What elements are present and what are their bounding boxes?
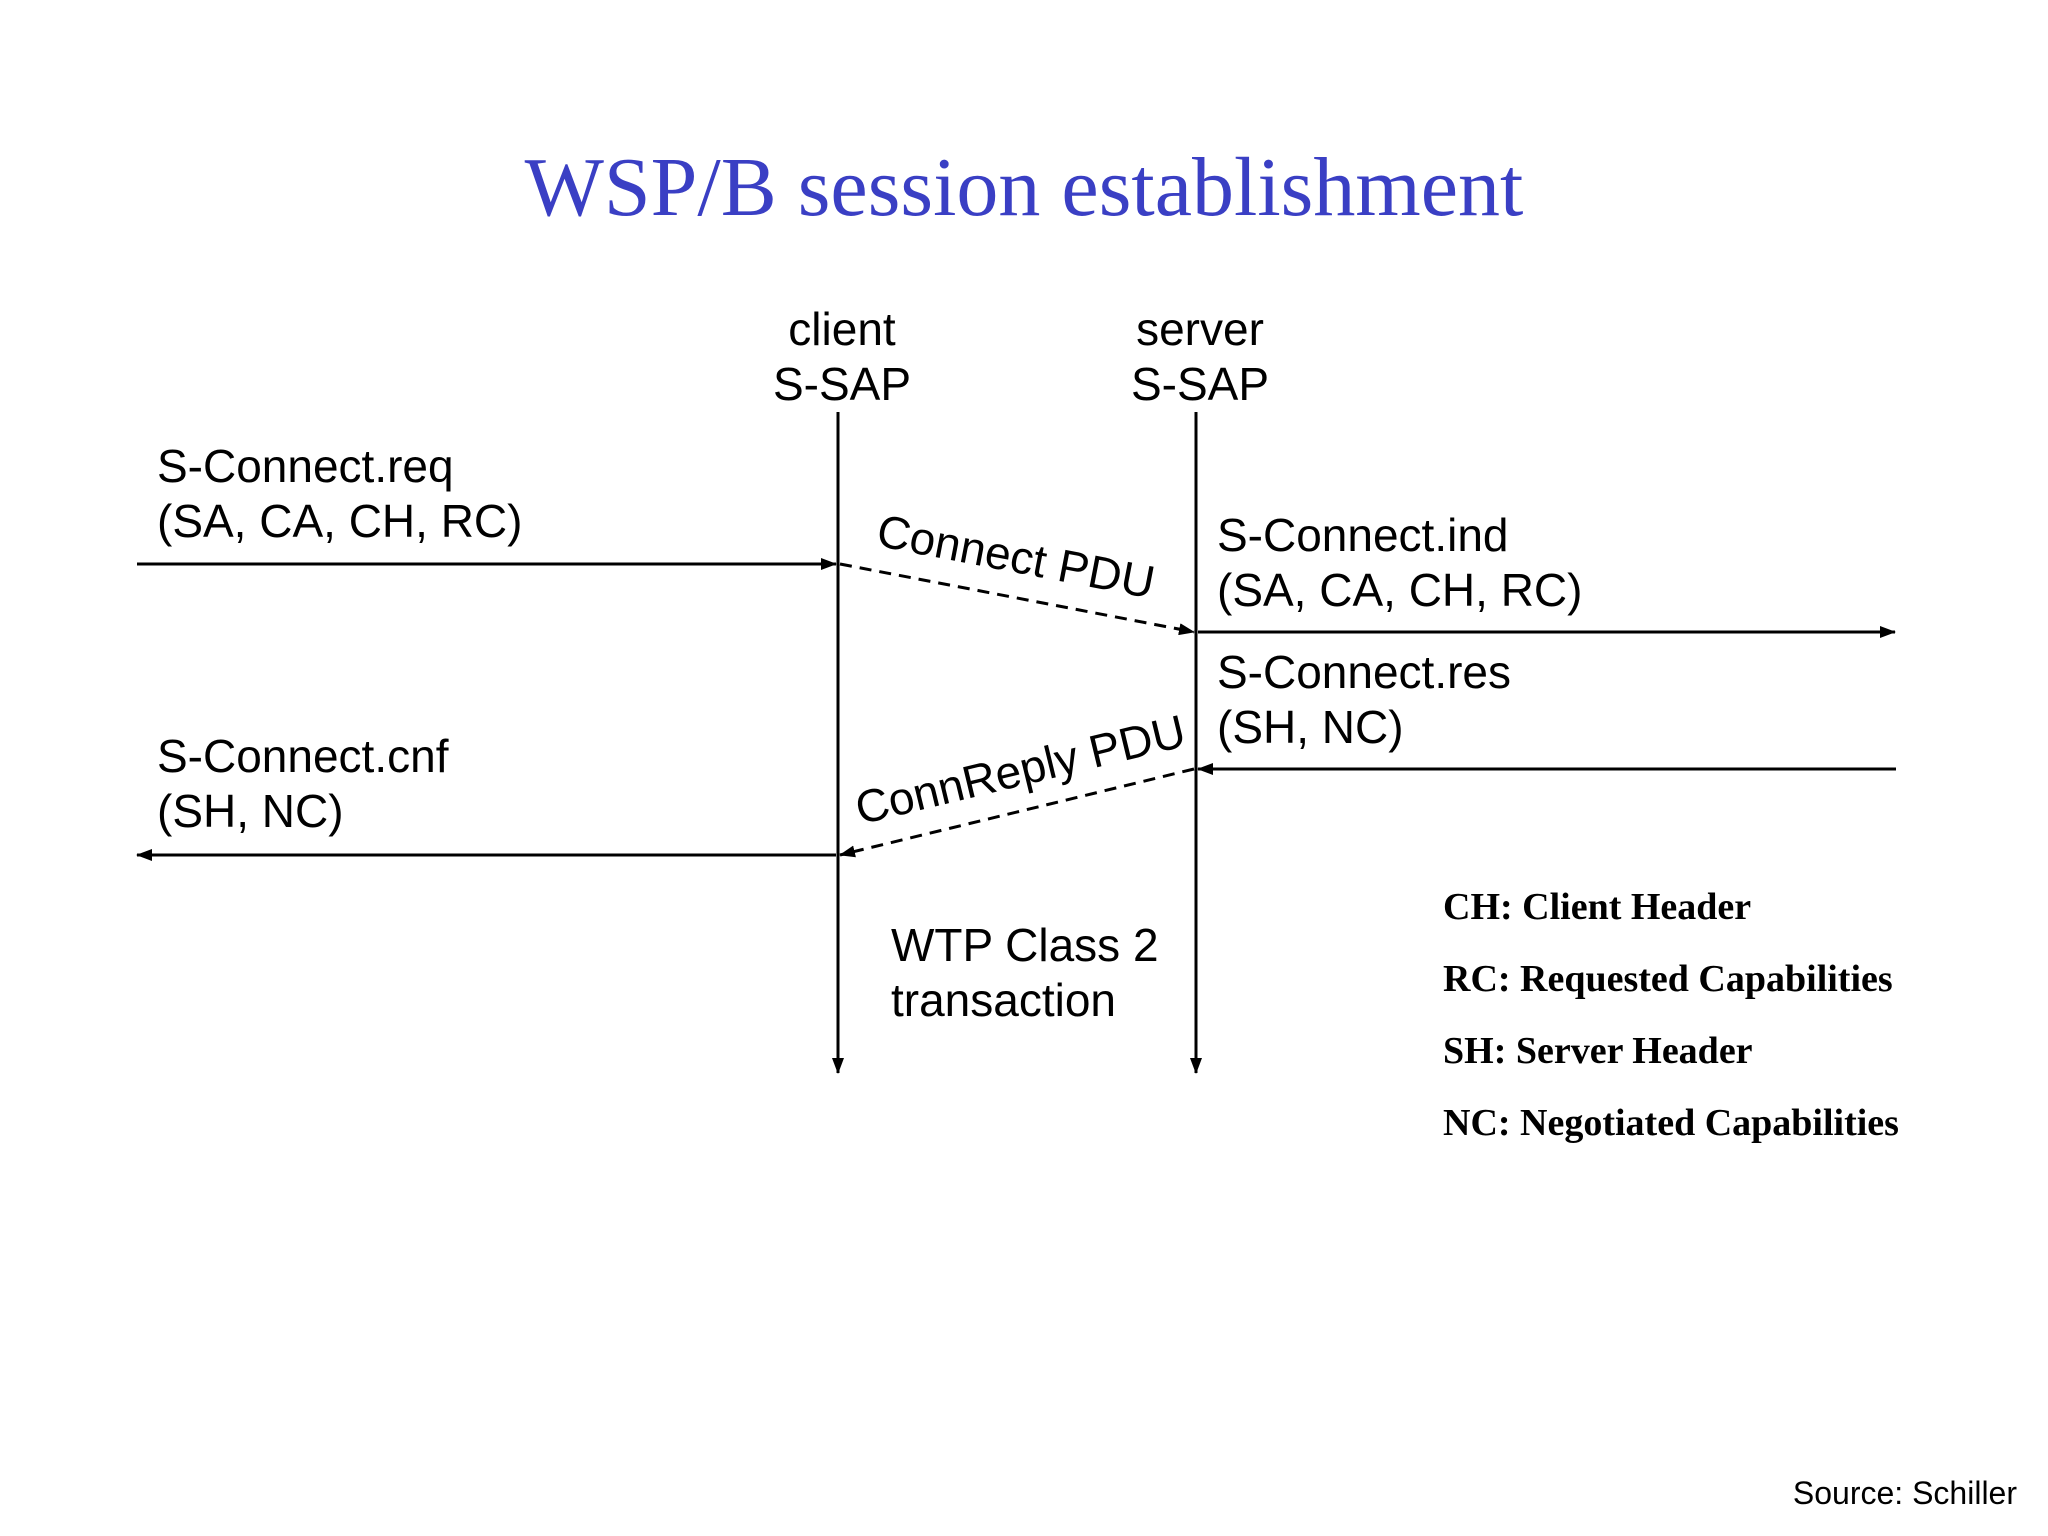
connect-res-params: (SH, NC) [1217, 701, 1404, 753]
connect-ind-params: (SA, CA, CH, RC) [1217, 564, 1582, 616]
legend-item-sh: SH: Server Header [1443, 1030, 1753, 1072]
connect-cnf-params: (SH, NC) [157, 785, 344, 837]
connect-cnf-label: S-Connect.cnf [157, 730, 449, 782]
transaction-label-line2: transaction [891, 974, 1116, 1026]
legend-item-rc: RC: Requested Capabilities [1443, 958, 1893, 1000]
source-credit: Source: Schiller [1792, 1475, 2017, 1511]
legend-item-ch: CH: Client Header [1443, 886, 1752, 928]
legend-item-nc: NC: Negotiated Capabilities [1443, 1102, 1899, 1144]
transaction-label-line1: WTP Class 2 [891, 919, 1159, 971]
connect-pdu-arrow [839, 562, 1195, 636]
client-sap-label: S-SAP [773, 358, 911, 410]
slide-title: WSP/B session establishment [524, 141, 1524, 234]
connect-req-label: S-Connect.req [157, 440, 454, 492]
connect-pdu-label: Connect PDU [873, 504, 1159, 608]
connreply-pdu-label: ConnReply PDU [850, 704, 1190, 834]
connect-req-params: (SA, CA, CH, RC) [157, 495, 522, 547]
server-sap-label: S-SAP [1131, 358, 1269, 410]
server-label: server [1136, 303, 1264, 355]
connreply-pdu-arrow [839, 767, 1195, 858]
connect-res-label: S-Connect.res [1217, 646, 1511, 698]
connect-ind-label: S-Connect.ind [1217, 509, 1509, 561]
client-label: client [788, 303, 896, 355]
